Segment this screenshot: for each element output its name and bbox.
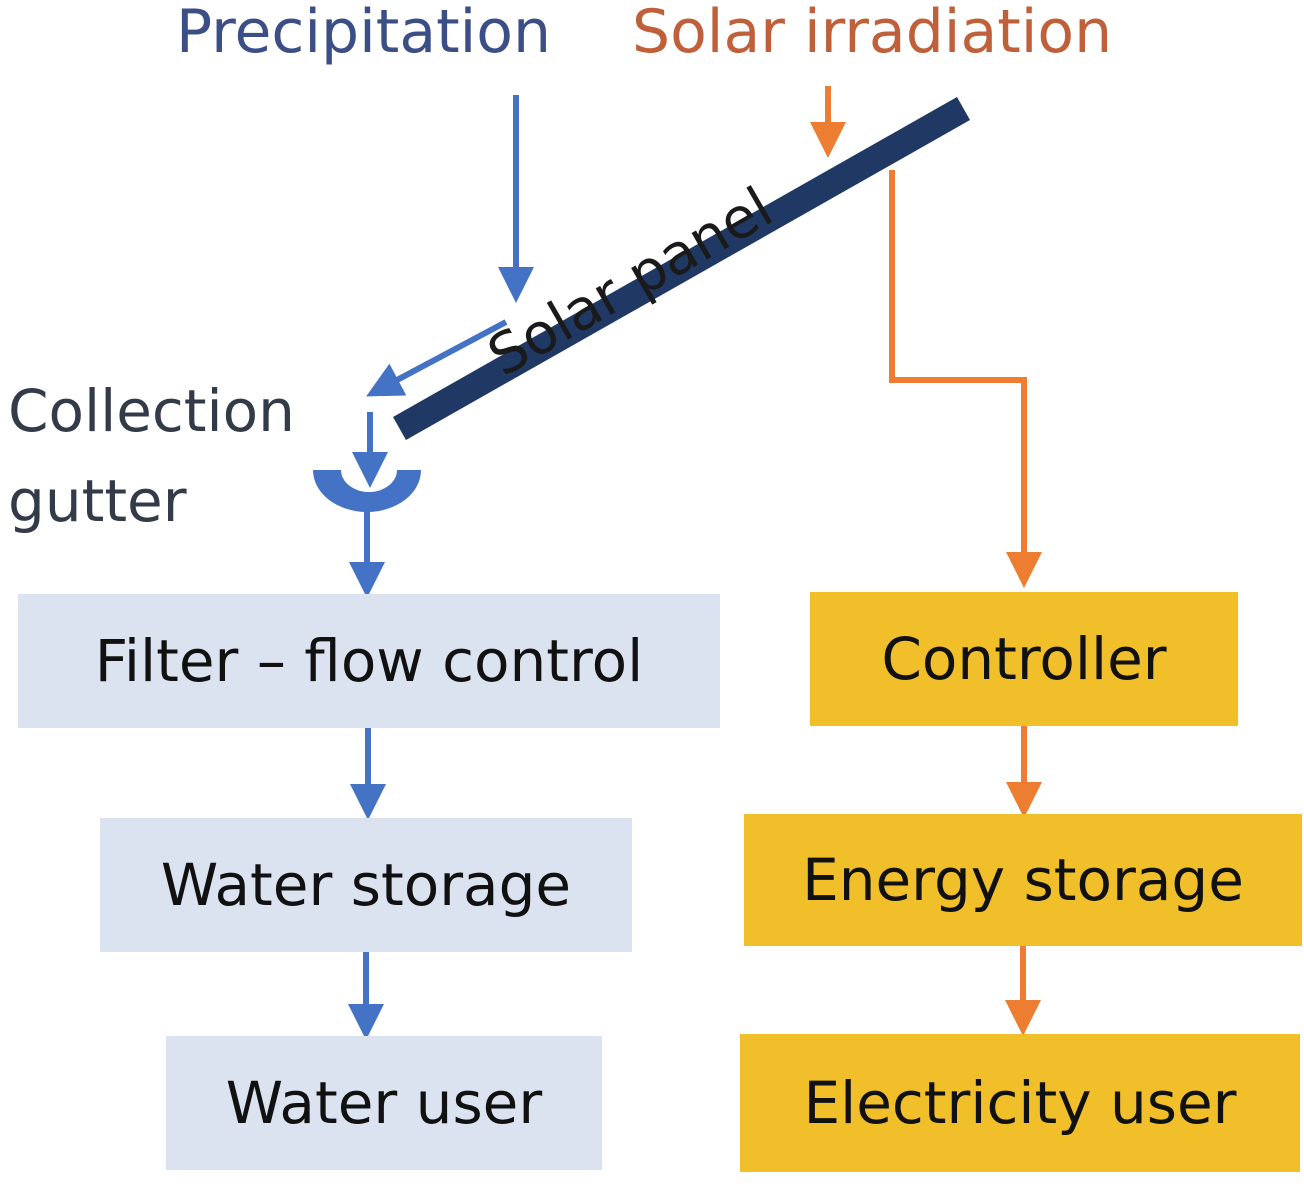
controller-label: Controller (881, 625, 1167, 693)
collection-gutter-label-line2: gutter (8, 467, 187, 535)
runoff-arrow (366, 319, 508, 397)
panel-to-controller-wire (889, 170, 1042, 588)
filter-flow-control-label: Filter – flow control (94, 627, 644, 695)
controller-box: Controller (810, 592, 1238, 726)
electricity-user-box: Electricity user (740, 1034, 1300, 1172)
energy-storage-box: Energy storage (744, 814, 1302, 946)
solar-irradiation-label: Solar irradiation (632, 0, 1113, 67)
solar-panel-icon (393, 97, 970, 440)
precipitation-label: Precipitation (176, 0, 552, 67)
water-storage-label: Water storage (160, 851, 572, 919)
gutter-icon (313, 470, 421, 512)
water-user-label: Water user (225, 1069, 543, 1137)
filter-flow-control-box: Filter – flow control (18, 594, 720, 728)
electricity-user-label: Electricity user (803, 1069, 1237, 1137)
water-storage-box: Water storage (100, 818, 632, 952)
energy-storage-label: Energy storage (802, 846, 1244, 914)
collection-gutter-label-line1: Collection (8, 377, 295, 445)
water-user-box: Water user (166, 1036, 602, 1170)
